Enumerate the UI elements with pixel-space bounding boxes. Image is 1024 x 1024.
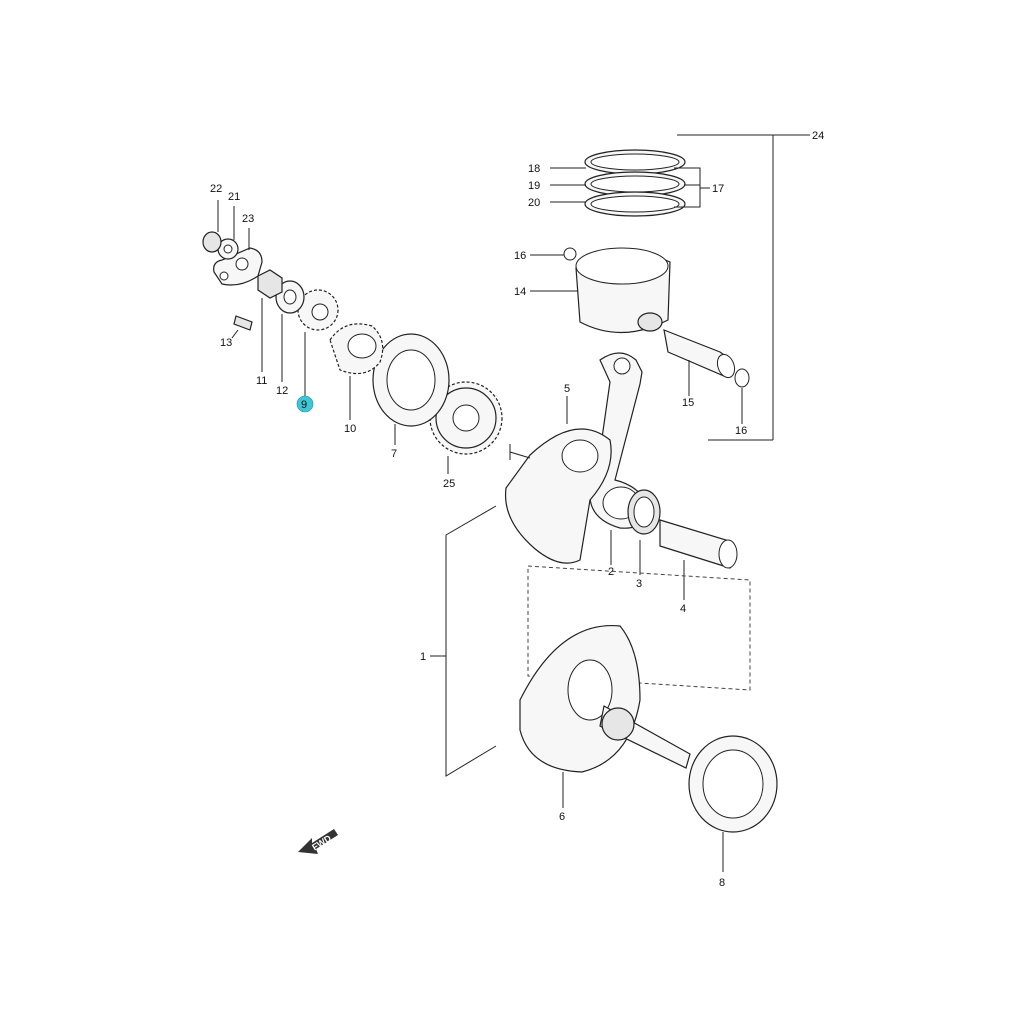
piston-rings bbox=[550, 149, 710, 217]
nut-11 bbox=[257, 269, 283, 372]
callout-23[interactable]: 23 bbox=[242, 213, 254, 225]
bracket-1 bbox=[430, 505, 497, 777]
piston-pin bbox=[663, 329, 750, 424]
callout-13[interactable]: 13 bbox=[220, 337, 232, 349]
callout-19[interactable]: 19 bbox=[528, 180, 540, 192]
callout-6[interactable]: 6 bbox=[559, 811, 565, 823]
callout-1[interactable]: 1 bbox=[420, 651, 426, 663]
crank-half-left bbox=[504, 396, 612, 564]
callout-labels: 24 18 19 20 17 16 14 15 16 5 2 3 4 1 6 8… bbox=[210, 130, 824, 889]
callout-9[interactable]: 9 bbox=[301, 399, 307, 411]
callout-11[interactable]: 11 bbox=[256, 375, 267, 387]
bracket-24 bbox=[677, 134, 810, 441]
callout-16-bottom[interactable]: 16 bbox=[735, 425, 747, 437]
main-bearing-right bbox=[688, 735, 778, 872]
gear-10 bbox=[329, 323, 384, 420]
callout-15[interactable]: 15 bbox=[682, 397, 694, 409]
callout-25[interactable]: 25 bbox=[443, 478, 455, 490]
piston bbox=[530, 247, 671, 334]
callout-9-highlight[interactable]: 9 bbox=[296, 395, 314, 413]
callout-20[interactable]: 20 bbox=[528, 197, 540, 209]
callout-10[interactable]: 10 bbox=[344, 423, 356, 435]
crank-pin-bearing bbox=[627, 489, 738, 600]
callout-2[interactable]: 2 bbox=[608, 566, 614, 578]
callout-3[interactable]: 3 bbox=[636, 578, 642, 590]
highlight-marker bbox=[296, 395, 314, 413]
main-bearing-left bbox=[372, 333, 450, 445]
callout-18[interactable]: 18 bbox=[528, 163, 540, 175]
callout-12[interactable]: 12 bbox=[276, 385, 288, 397]
callout-5[interactable]: 5 bbox=[564, 383, 570, 395]
fwd-arrow: FWD bbox=[298, 829, 338, 854]
callout-21[interactable]: 21 bbox=[228, 191, 240, 203]
callout-24[interactable]: 24 bbox=[812, 130, 824, 142]
callout-22[interactable]: 22 bbox=[210, 183, 222, 195]
plate-assembly bbox=[202, 200, 263, 339]
alignment-dashes bbox=[527, 565, 751, 691]
gear-25 bbox=[429, 381, 503, 474]
callout-7[interactable]: 7 bbox=[391, 448, 397, 460]
callout-4[interactable]: 4 bbox=[680, 603, 686, 615]
callout-16-top[interactable]: 16 bbox=[514, 250, 526, 262]
washer-12 bbox=[275, 280, 305, 382]
crank-half-right bbox=[519, 624, 691, 808]
callout-8[interactable]: 8 bbox=[719, 877, 725, 889]
callout-17[interactable]: 17 bbox=[712, 183, 724, 195]
callout-14[interactable]: 14 bbox=[514, 286, 526, 298]
